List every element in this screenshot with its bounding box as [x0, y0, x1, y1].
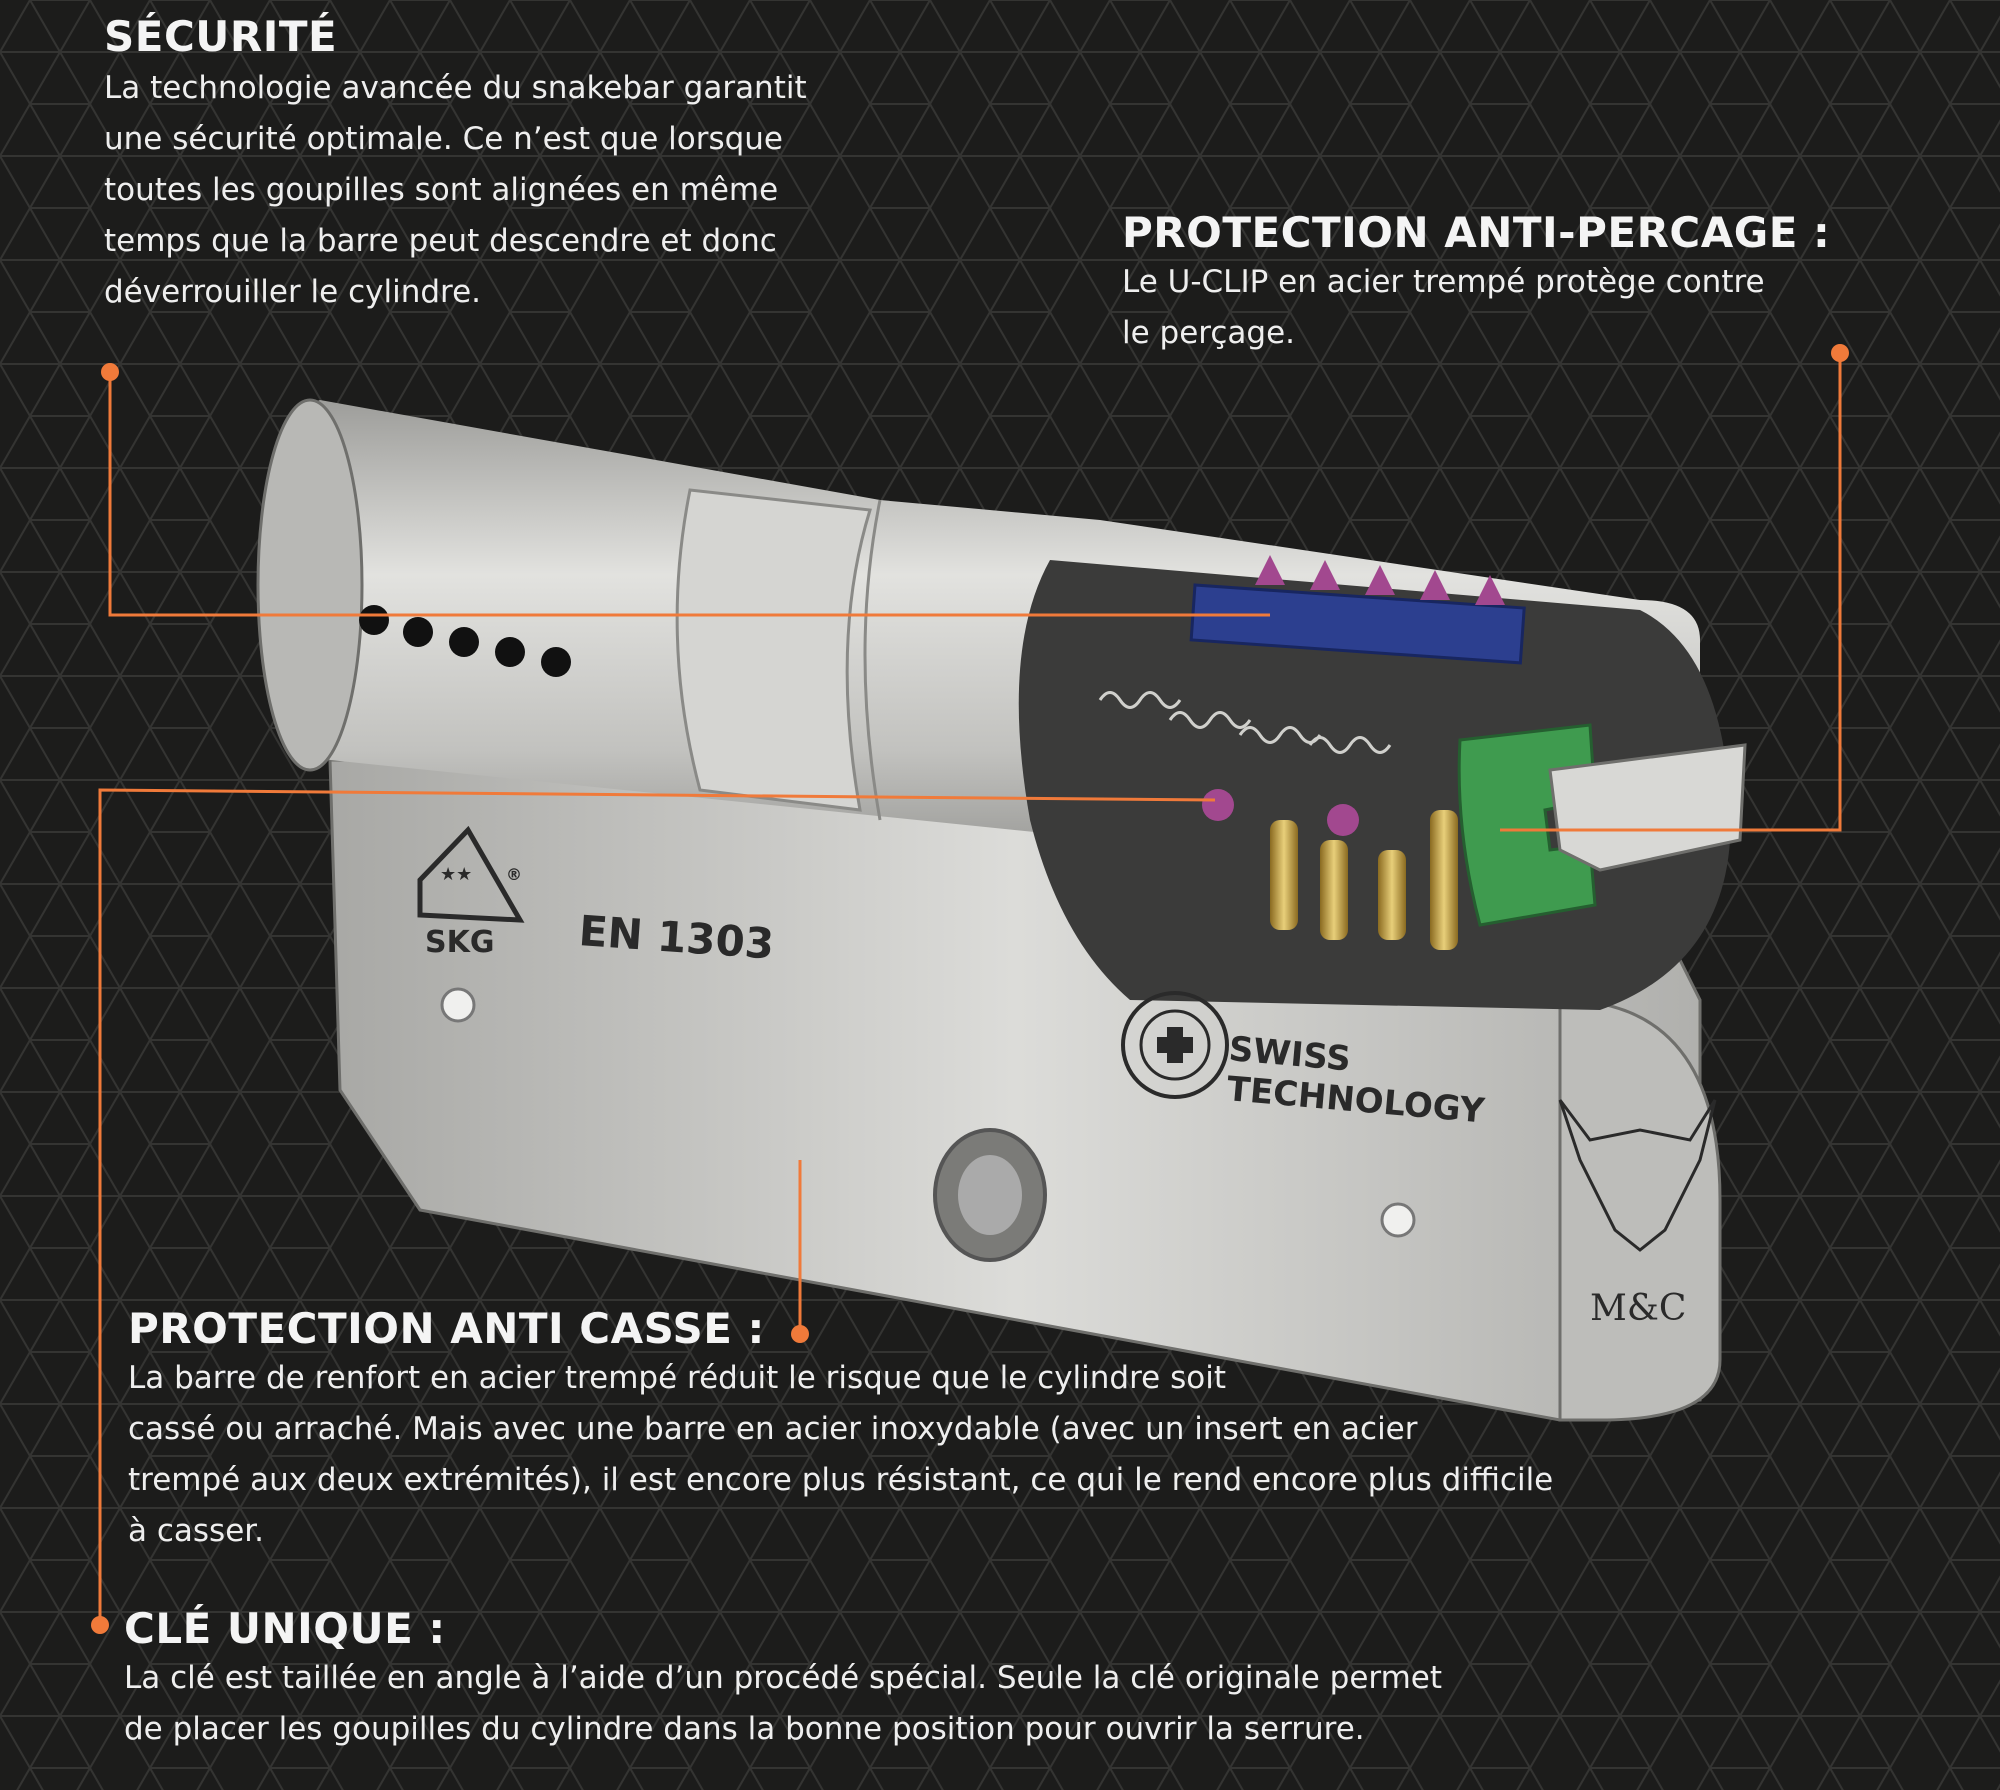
cutaway-interior: [1018, 555, 1747, 1010]
anti-drill-text: Le U-CLIP en acier trempé protège contre…: [1122, 257, 1830, 359]
text-line: temps que la barre peut descendre et don…: [104, 223, 777, 259]
text-line: de placer les goupilles du cylindre dans…: [124, 1711, 1365, 1747]
skg-logo: ★★ ® SKG: [417, 825, 525, 960]
text-line: trempé aux deux extrémités), il est enco…: [128, 1462, 1554, 1498]
text-line: une sécurité optimale. Ce n’est que lors…: [104, 121, 784, 157]
anti-drill-heading: PROTECTION ANTI-PERCAGE :: [1122, 208, 1831, 257]
security-section: SÉCURITÉ La technologie avancée du snake…: [104, 12, 807, 318]
anti-break-section: PROTECTION ANTI CASSE : La barre de renf…: [128, 1304, 1553, 1557]
unique-key-heading: CLÉ UNIQUE :: [124, 1604, 446, 1653]
unique-key-section: CLÉ UNIQUE : La clé est taillée en angle…: [124, 1604, 1442, 1755]
callout-lines: [98, 353, 1842, 1625]
text-line: à casser.: [128, 1513, 265, 1549]
text-line: cassé ou arraché. Mais avec une barre en…: [128, 1411, 1418, 1447]
fixing-screw-hole: [933, 1128, 1047, 1262]
brand-label: M&C: [1590, 1288, 1686, 1329]
unique-key-text: La clé est taillée en angle à l’aide d’u…: [124, 1653, 1442, 1755]
security-heading: SÉCURITÉ: [104, 12, 338, 61]
text-line: toutes les goupilles sont alignées en mê…: [104, 172, 779, 208]
text-line: La technologie avancée du snakebar garan…: [104, 70, 807, 106]
svg-text:★★: ★★: [440, 864, 472, 885]
anti-break-heading: PROTECTION ANTI CASSE :: [128, 1304, 765, 1353]
text-line: déverrouiller le cylindre.: [104, 274, 482, 310]
bull-logo: M&C: [1558, 1099, 1717, 1329]
callout-dots: [91, 344, 1849, 1634]
anti-break-text: La barre de renfort en acier trempé rédu…: [128, 1353, 1553, 1557]
registered-mark: ®: [506, 865, 522, 884]
text-line: Le U-CLIP en acier trempé protège contre: [1122, 264, 1765, 300]
security-text: La technologie avancée du snakebar garan…: [104, 63, 807, 318]
text-line: le perçage.: [1122, 315, 1295, 351]
anti-drill-section: PROTECTION ANTI-PERCAGE : Le U-CLIP en a…: [1122, 208, 1830, 359]
text-line: La barre de renfort en acier trempé rédu…: [128, 1360, 1226, 1396]
skg-label: SKG: [425, 925, 494, 960]
text-line: La clé est taillée en angle à l’aide d’u…: [124, 1660, 1443, 1696]
